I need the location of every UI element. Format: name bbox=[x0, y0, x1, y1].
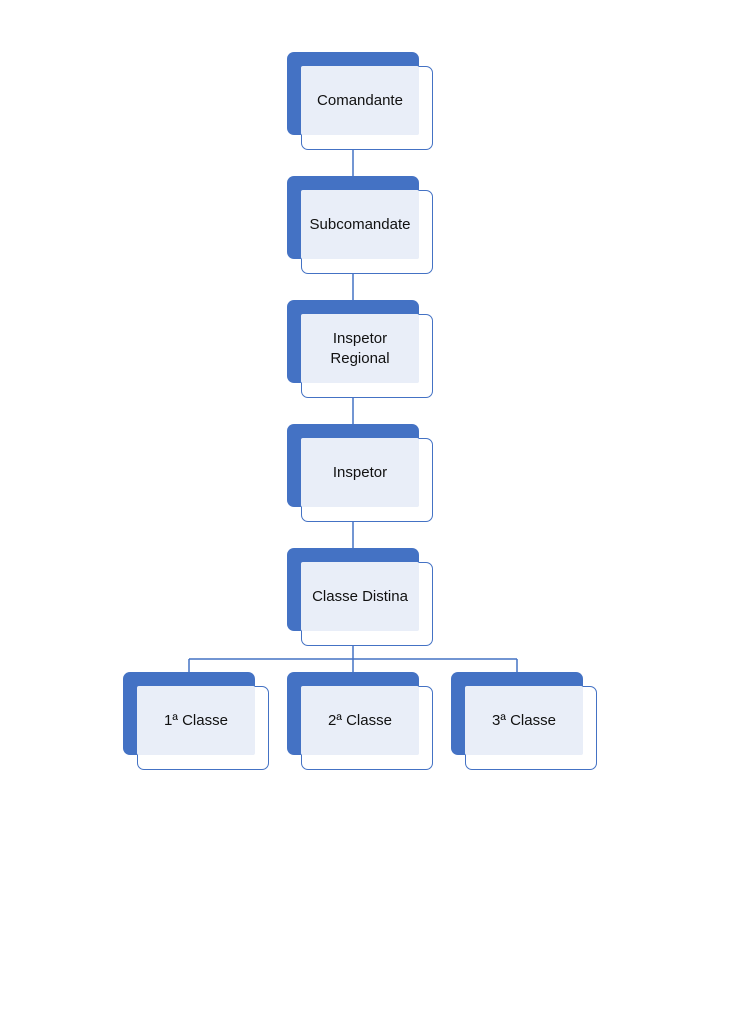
node-label: Subcomandate bbox=[301, 190, 419, 259]
node-inspetor: Inspetor bbox=[287, 424, 435, 524]
node-terceira-classe: 3ª Classe bbox=[451, 672, 599, 772]
node-segunda-classe: 2ª Classe bbox=[287, 672, 435, 772]
node-label: 3ª Classe bbox=[465, 686, 583, 755]
node-inspetor-regional: Inspetor Regional bbox=[287, 300, 435, 400]
node-label: Inspetor Regional bbox=[301, 314, 419, 383]
node-label: Comandante bbox=[301, 66, 419, 135]
node-label: 2ª Classe bbox=[301, 686, 419, 755]
node-subcomandante: Subcomandate bbox=[287, 176, 435, 276]
node-label: Classe Distina bbox=[301, 562, 419, 631]
node-comandante: Comandante bbox=[287, 52, 435, 152]
node-label: Inspetor bbox=[301, 438, 419, 507]
node-label: 1ª Classe bbox=[137, 686, 255, 755]
node-primeira-classe: 1ª Classe bbox=[123, 672, 271, 772]
node-classe-distinta: Classe Distina bbox=[287, 548, 435, 648]
